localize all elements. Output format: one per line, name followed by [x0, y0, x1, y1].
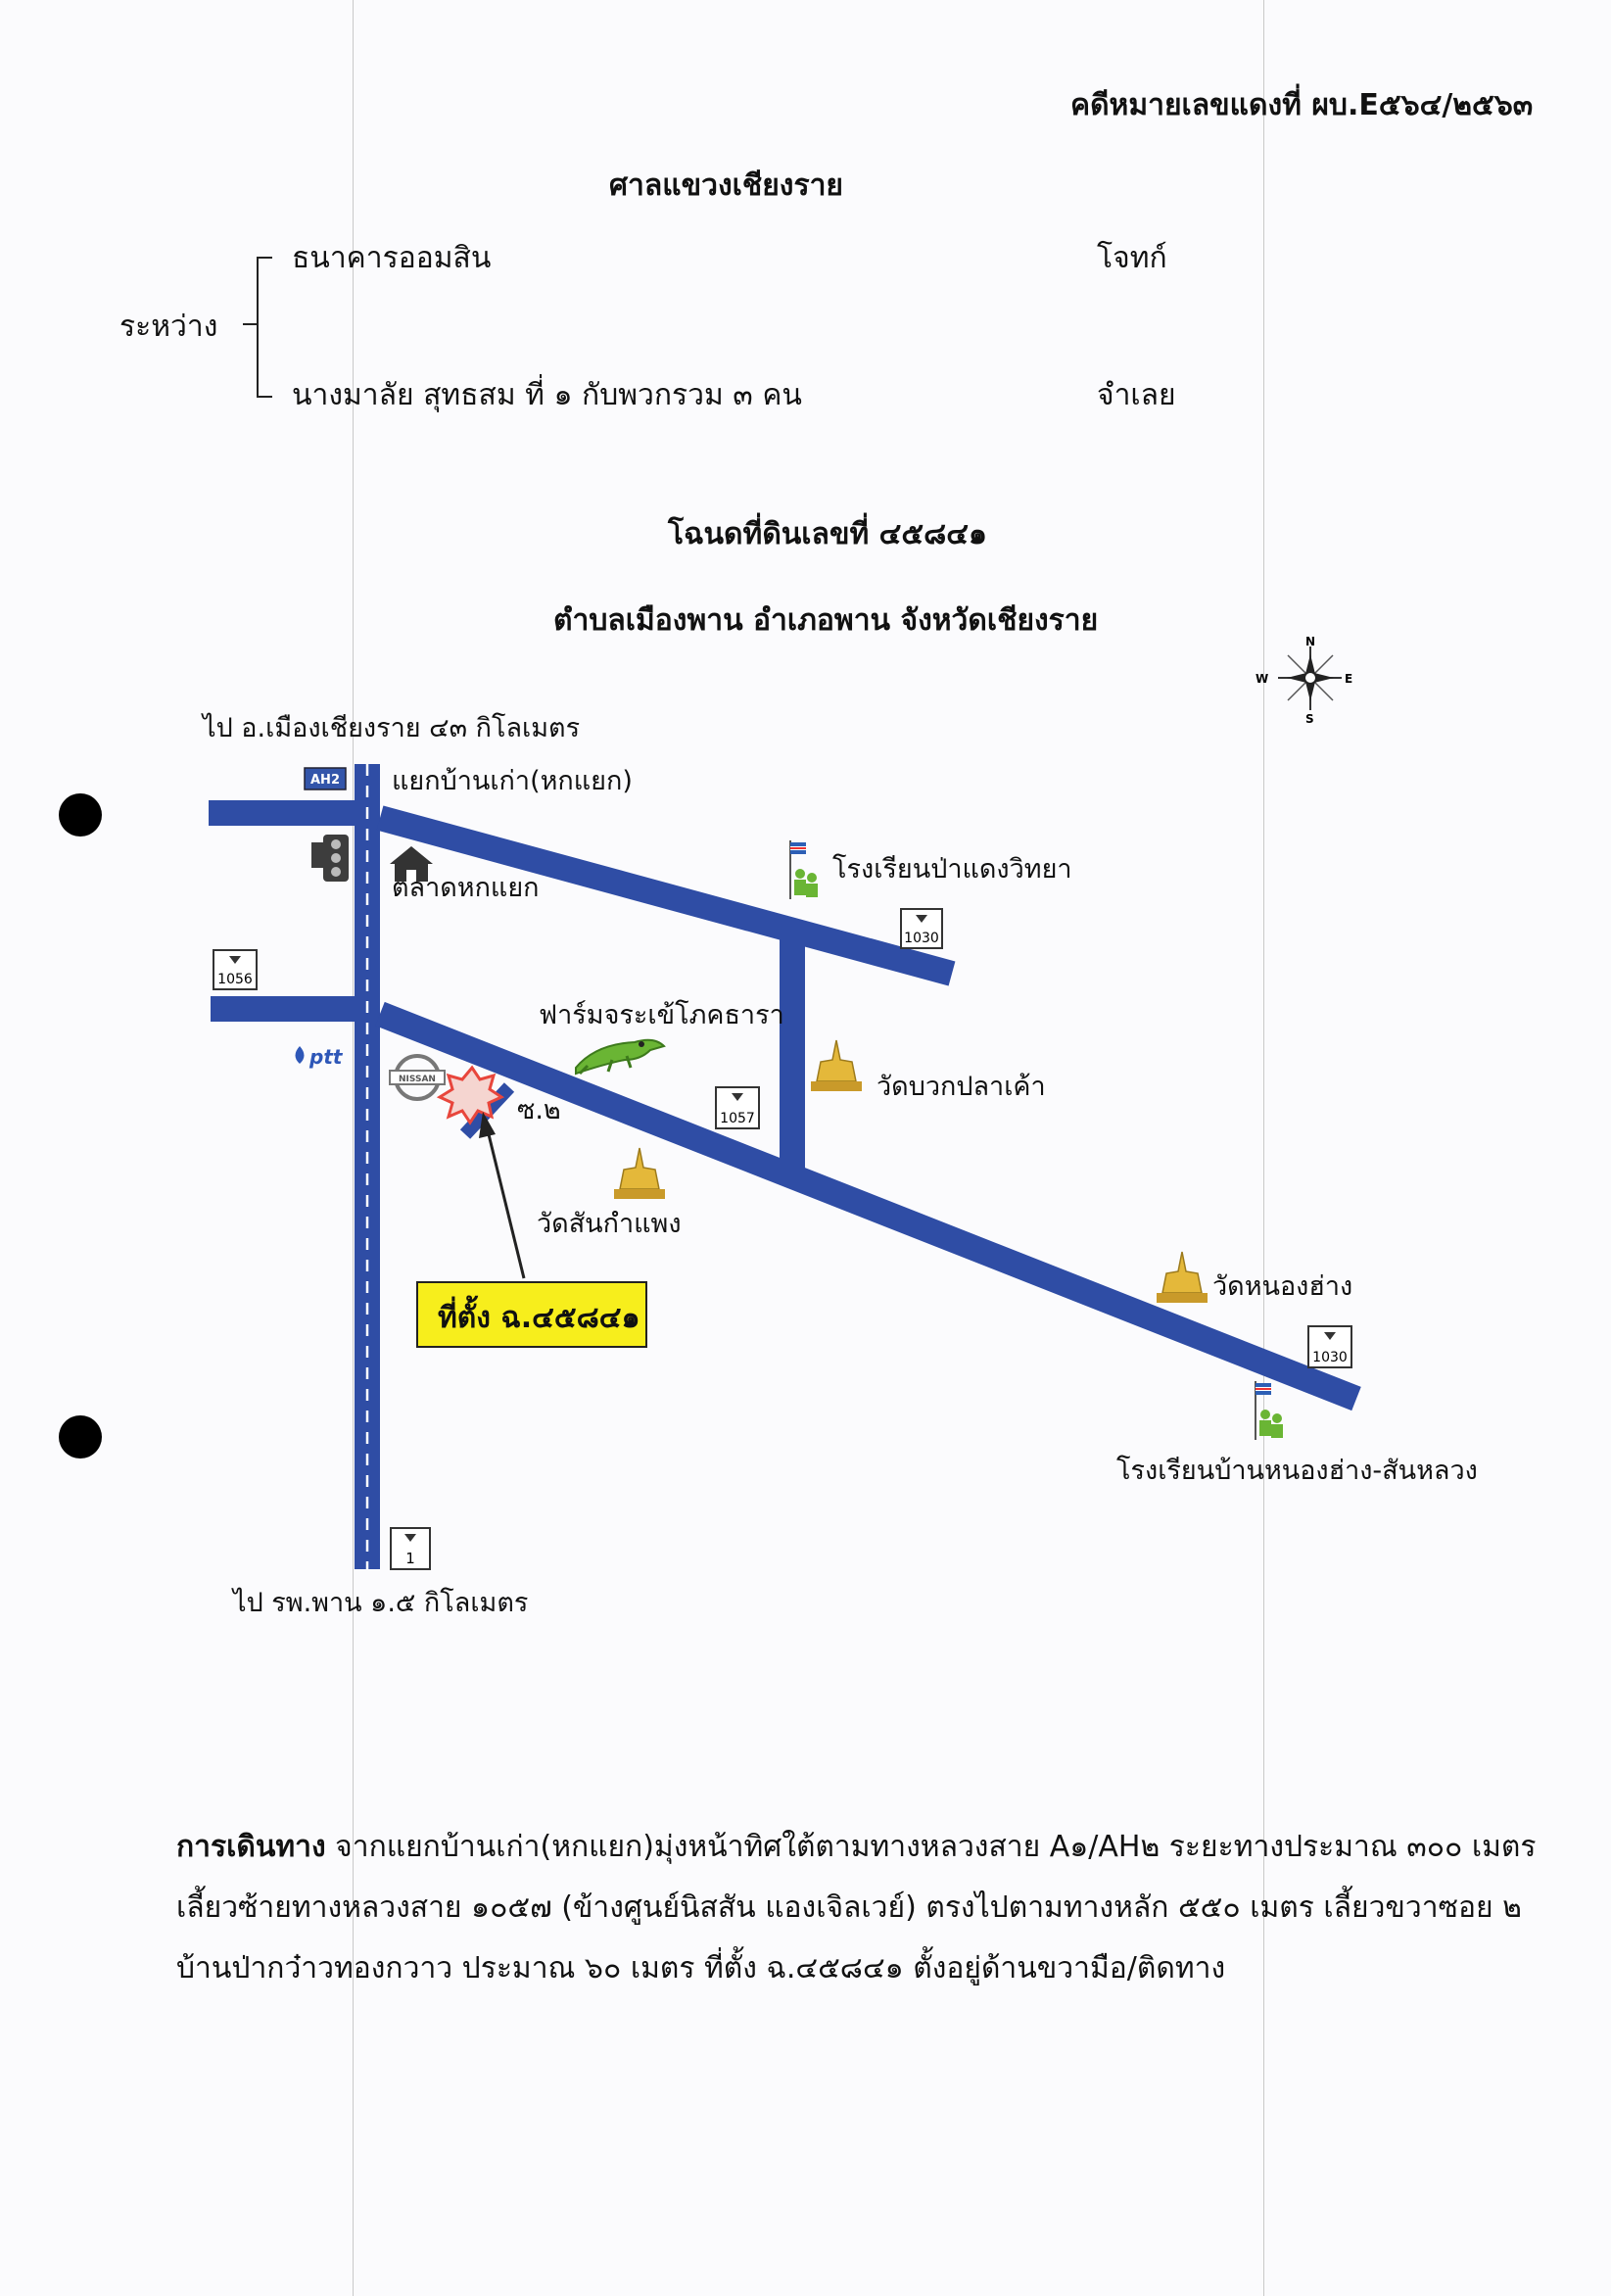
- route-sign-1030-top: 1030: [900, 908, 943, 949]
- school2-label: โรงเรียนบ้านหนองฮ่าง-สันหลวง: [1116, 1456, 1478, 1486]
- plaintiff-role: โจทก์: [1097, 241, 1167, 275]
- route-sign-1057: 1057: [715, 1086, 760, 1129]
- binder-hole-top: [59, 793, 102, 837]
- compass-n: N: [1305, 635, 1315, 648]
- to-hospital-label: ไป รพ.พาน ๑.๕ กิโลเมตร: [231, 1588, 528, 1618]
- nissan-text: NISSAN: [399, 1075, 436, 1084]
- route-1030-bottom-text: 1030: [1312, 1350, 1348, 1365]
- directions-line-1: การเดินทาง จากแยกบ้านเก่า(หกแยก)มุ่งหน้า…: [176, 1817, 1537, 1878]
- school-icon: [789, 840, 818, 899]
- nissan-logo: NISSAN: [389, 1054, 446, 1101]
- to-city-label: ไป อ.เมืองเชียงราย ๔๓ กิโลเมตร: [201, 713, 580, 743]
- route-sign-1: 1: [390, 1527, 431, 1570]
- ptt-logo: ptt: [295, 1045, 344, 1069]
- defendant-name: นางมาลัย สุทธสม ที่ ๑ กับพวกรวม ๓ คน: [292, 378, 802, 412]
- scan-line: [1263, 0, 1264, 2296]
- compass-w: W: [1256, 672, 1268, 686]
- compass-icon: N S E W: [1256, 635, 1352, 726]
- school-icon: [1255, 1381, 1283, 1440]
- route-1056-text: 1056: [217, 972, 253, 987]
- between-label: ระหว่าง: [119, 310, 218, 344]
- farm-label: ฟาร์มจระเข้โภคธารา: [539, 999, 784, 1030]
- court-name: ศาลแขวงเชียงราย: [609, 168, 843, 203]
- road-1057: [375, 1001, 1361, 1411]
- scan-line: [353, 0, 354, 2296]
- school1-label: โรงเรียนป่าแดงวิทยา: [832, 854, 1072, 885]
- brace-tick: [243, 323, 257, 325]
- directions-paragraph: การเดินทาง จากแยกบ้านเก่า(หกแยก)มุ่งหน้า…: [176, 1817, 1537, 1999]
- market-label: ตลาดหกแยก: [392, 873, 540, 903]
- case-number: คดีหมายเลขแดงที่ ผบ.E๕๖๔/๒๕๖๓: [1070, 88, 1534, 122]
- market-house-icon: [390, 846, 433, 882]
- soi-label: ซ.๒: [517, 1095, 561, 1125]
- site-label-box: ที่ตั้ง ฉ.๔๕๘๔๑: [416, 1281, 647, 1348]
- traffic-light-icon: [311, 835, 349, 882]
- temple-icon: [614, 1147, 665, 1199]
- site-arrowhead: [479, 1112, 496, 1138]
- plaintiff-name: ธนาคารออมสิน: [292, 241, 492, 275]
- compass-s: S: [1305, 712, 1314, 726]
- temple-icon: [1157, 1251, 1208, 1303]
- site-label: ที่ตั้ง ฉ.๔๕๘๔๑: [438, 1301, 640, 1335]
- route-1057-text: 1057: [720, 1111, 755, 1126]
- route-1030-top-text: 1030: [904, 931, 939, 946]
- route-1-text: 1: [405, 1550, 415, 1567]
- location-title: ตำบลเมืองพาน อำเภอพาน จังหวัดเชียงราย: [553, 603, 1099, 638]
- directions-line1-text: จากแยกบ้านเก่า(หกแยก)มุ่งหน้าทิศใต้ตามทา…: [325, 1830, 1537, 1864]
- binder-hole-bottom: [59, 1415, 102, 1459]
- directions-label: การเดินทาง: [176, 1830, 326, 1864]
- road-1030: [376, 805, 956, 986]
- site-arrow: [485, 1125, 526, 1279]
- site-star-icon: [436, 1065, 505, 1125]
- deed-title: โฉนดที่ดินเลขที่ ๔๕๘๔๑: [668, 517, 987, 551]
- route-sign-1030-bottom: 1030: [1307, 1325, 1352, 1368]
- temple3-label: วัดหนองฮ่าง: [1212, 1271, 1352, 1302]
- route-sign-1056: 1056: [213, 949, 258, 990]
- ptt-text: ptt: [308, 1045, 344, 1069]
- directions-line-3: บ้านป่ากว๋าวทองกวาว ประมาณ ๖๐ เมตร ที่ตั…: [176, 1951, 1226, 1985]
- junction-label: แยกบ้านเก่า(หกแยก): [392, 766, 633, 796]
- temple-icon: [811, 1039, 862, 1091]
- temple2-label: วัดสันกำแพง: [537, 1209, 682, 1239]
- compass-e: E: [1345, 672, 1352, 686]
- parties-brace: [257, 257, 272, 398]
- route-ah2-text: AH2: [310, 773, 340, 788]
- route-sign-ah2: AH2: [304, 767, 347, 790]
- defendant-role: จำเลย: [1097, 378, 1176, 412]
- crocodile-farm-icon: [575, 1038, 666, 1076]
- temple1-label: วัดบวกปลาเค้า: [877, 1072, 1046, 1102]
- directions-line-2: เลี้ยวซ้ายทางหลวงสาย ๑๐๕๗ (ข้างศูนย์นิสส…: [176, 1890, 1522, 1925]
